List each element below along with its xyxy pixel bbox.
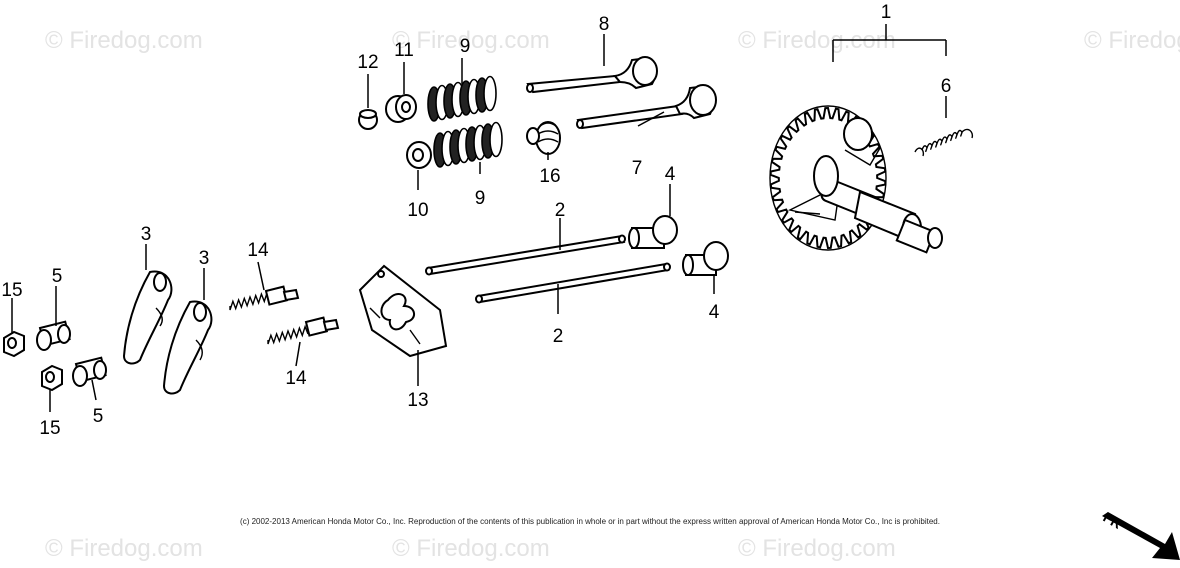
push-rod-upper[interactable] — [425, 234, 626, 276]
spring-coil — [489, 121, 503, 158]
callout-4-lower: 4 — [709, 302, 720, 323]
callout-4-upper: 4 — [665, 164, 676, 185]
callout-7: 7 — [632, 158, 643, 179]
copyright-notice: (c) 2002-2013 American Honda Motor Co., … — [240, 517, 940, 526]
tappet-upper[interactable] — [628, 215, 678, 249]
rocker-arm-pivot-upper[interactable] — [36, 320, 71, 351]
callouts: 1 6 8 7 9 9 11 12 10 16 2 2 4 4 3 3 14 1… — [1, 2, 951, 439]
callout-15-lower: 15 — [39, 418, 60, 439]
camshaft-gear[interactable] — [769, 105, 943, 254]
valve-spring-retainer[interactable] — [385, 94, 417, 123]
valve-spring-lower[interactable] — [433, 121, 503, 168]
push-rod-lower[interactable] — [475, 262, 671, 304]
valve-lower[interactable] — [576, 84, 717, 130]
watermark: © Firedog.com — [738, 535, 896, 562]
callout-5-upper: 5 — [52, 266, 63, 287]
callout-9-lower: 9 — [475, 188, 486, 209]
callout-12: 12 — [357, 52, 378, 73]
nut-upper[interactable] — [3, 330, 25, 358]
callout-3-right: 3 — [199, 248, 210, 269]
push-rod-guide-plate[interactable] — [358, 264, 448, 358]
valve-upper[interactable] — [526, 56, 658, 94]
callout-2-lower: 2 — [553, 326, 564, 347]
leader-lines — [11, 24, 947, 412]
valve-retainer[interactable] — [406, 141, 432, 169]
watermark: © Firedog.com — [1084, 27, 1180, 54]
decompressor-spring[interactable] — [914, 128, 974, 157]
callout-8: 8 — [599, 14, 610, 35]
callout-10: 10 — [407, 200, 428, 221]
rocker-arm-stud-upper[interactable] — [229, 285, 300, 311]
callout-2-upper: 2 — [555, 200, 566, 221]
valve-spring-upper[interactable] — [427, 75, 497, 122]
watermarks: © Firedog.com © Firedog.com © Firedog.co… — [45, 27, 1180, 562]
valve-stem-seal[interactable] — [526, 121, 561, 155]
callout-6: 6 — [941, 76, 952, 97]
callout-13: 13 — [407, 390, 428, 411]
callout-9-upper: 9 — [460, 36, 471, 57]
callout-14-lower: 14 — [285, 368, 307, 389]
rocker-arm-left[interactable] — [122, 270, 173, 365]
watermark: © Firedog.com — [392, 27, 550, 54]
rocker-arm-pivot-lower[interactable] — [72, 356, 107, 387]
callout-11: 11 — [394, 40, 414, 61]
spring-coil — [483, 75, 497, 112]
callout-1: 1 — [881, 2, 892, 23]
rocker-arm-right[interactable] — [162, 300, 213, 395]
rocker-arm-stud-lower[interactable] — [267, 316, 340, 345]
tappet-lower[interactable] — [682, 241, 729, 276]
watermark: © Firedog.com — [45, 27, 203, 54]
nut-lower[interactable] — [41, 364, 63, 392]
callout-16: 16 — [539, 166, 560, 187]
callout-3-left: 3 — [141, 224, 152, 245]
callout-15-upper: 15 — [1, 280, 22, 301]
valve-cap[interactable] — [358, 109, 378, 130]
watermark: © Firedog.com — [392, 535, 550, 562]
callout-14-upper: 14 — [247, 240, 269, 261]
callout-5-lower: 5 — [93, 406, 104, 427]
watermark: © Firedog.com — [45, 535, 203, 562]
